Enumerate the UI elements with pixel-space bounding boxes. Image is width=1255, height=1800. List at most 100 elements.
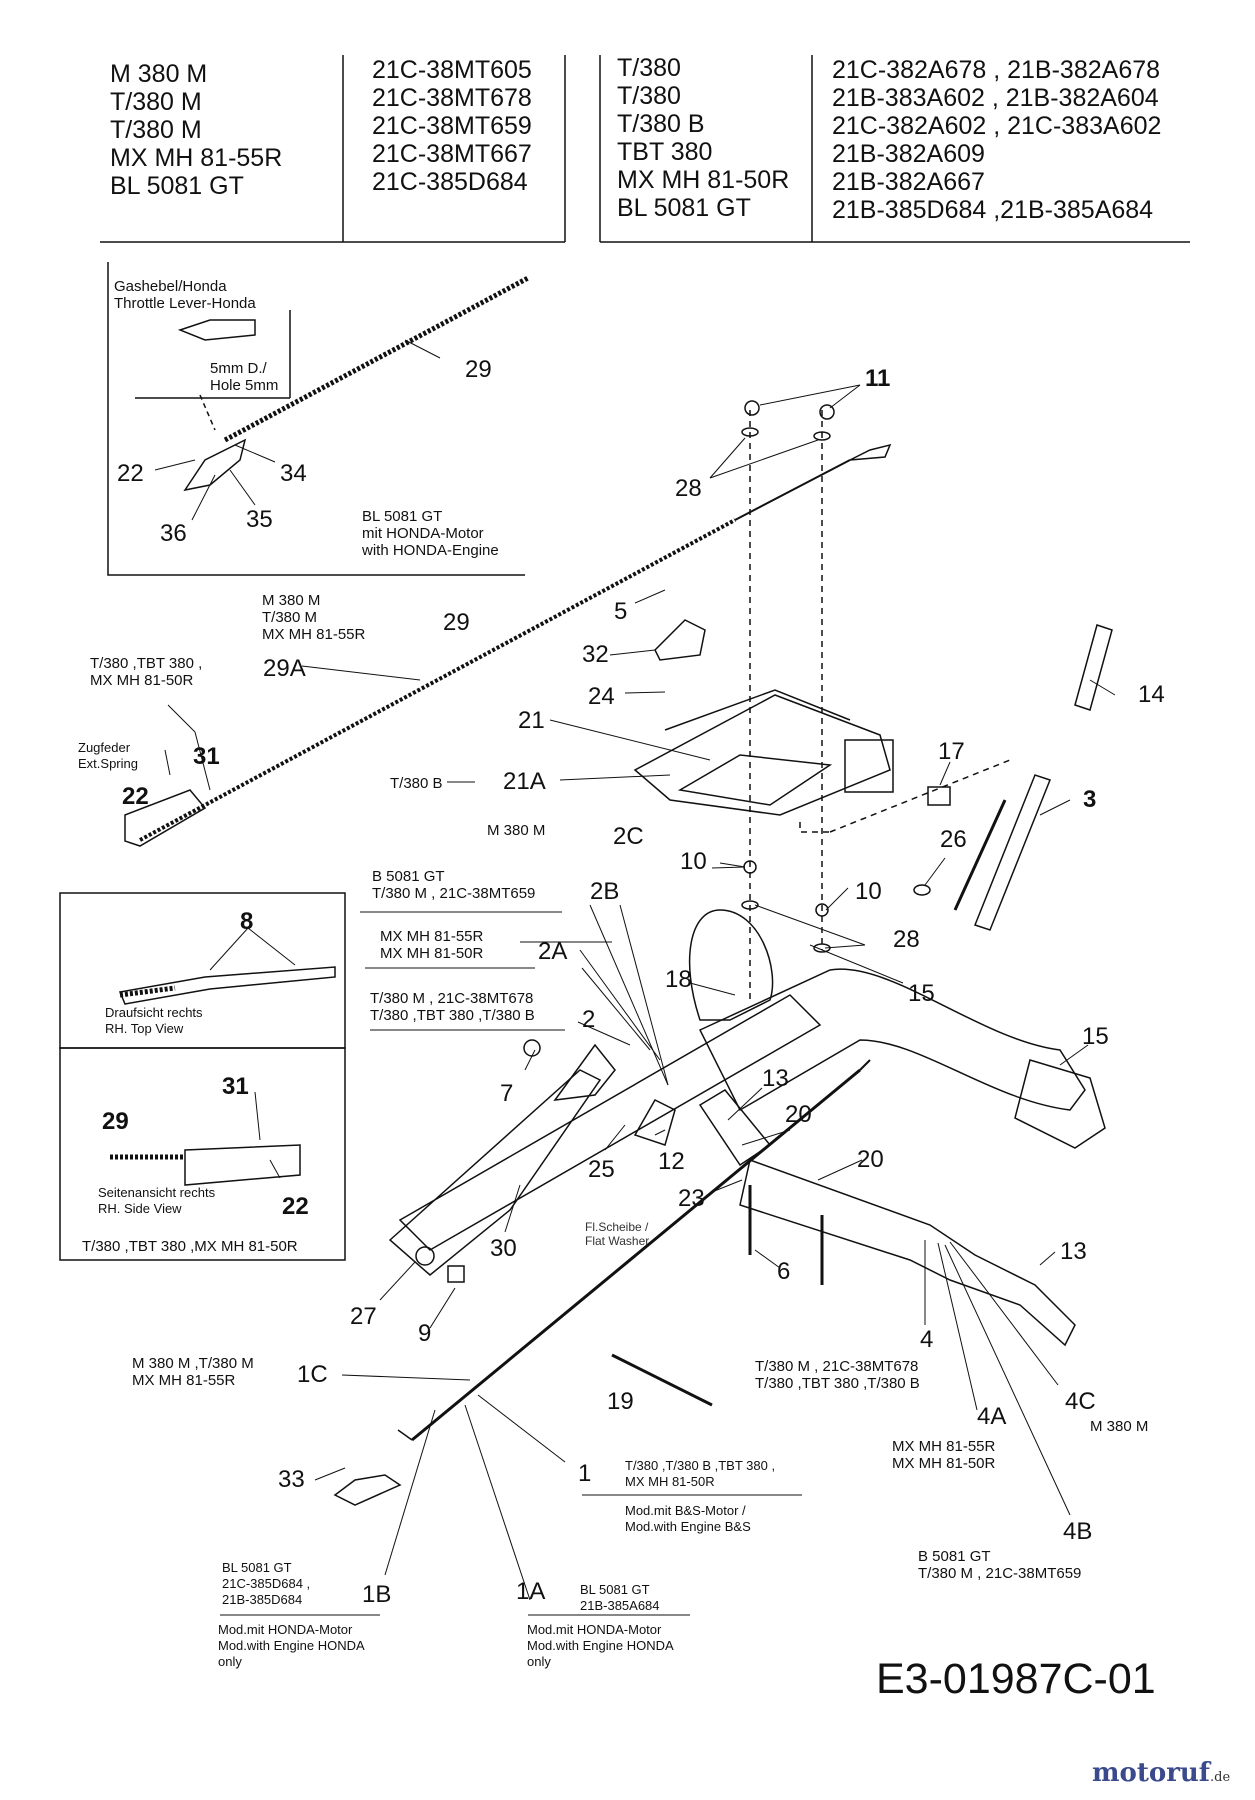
note-part-1b-engine: Mod.mit HONDA-Motor Mod.with Engine HOND… (218, 1622, 365, 1669)
header-left-model: MX MH 81-55R (110, 144, 283, 172)
note-part-4-models: T/380 M , 21C-38MT678 T/380 ,TBT 380 ,T/… (755, 1358, 920, 1392)
part-label-1c: 1C (297, 1361, 328, 1388)
header-right-code: 21B-383A602 , 21B-382A604 (832, 84, 1159, 112)
note-ext-spring: Zugfeder Ext.Spring (78, 740, 138, 771)
header-right-model: BL 5081 GT (617, 194, 751, 222)
part-label-19: 19 (607, 1388, 634, 1415)
header-left-code: 21C-385D684 (372, 168, 528, 196)
note-hole-5mm: 5mm D./ Hole 5mm (210, 360, 279, 394)
header-right-model: T/380 (617, 54, 681, 82)
part-label-9: 9 (418, 1320, 432, 1347)
part-label-13: 13 (762, 1065, 789, 1092)
part-label-34: 34 (280, 460, 307, 487)
part-label-17: 17 (938, 738, 965, 765)
note-part-1a-engine: Mod.mit HONDA-Motor Mod.with Engine HOND… (527, 1622, 674, 1669)
part-label-6: 6 (777, 1258, 791, 1285)
note-bs-engine: Mod.mit B&S-Motor / Mod.with Engine B&S (625, 1503, 751, 1534)
part-label-2a: 2A (538, 938, 568, 965)
header-left-model: T/380 M (110, 88, 202, 116)
part-label-14: 14 (1138, 681, 1165, 708)
part-label-10: 10 (680, 848, 707, 875)
part-label-23: 23 (678, 1185, 705, 1212)
part-label-35: 35 (246, 506, 273, 533)
header-right-code: 21B-382A609 (832, 140, 985, 168)
header-right-code: 21C-382A678 , 21B-382A678 (832, 56, 1161, 84)
note-side-view-models: T/380 ,TBT 380 ,MX MH 81-50R (82, 1238, 298, 1255)
note-part-4c-model: M 380 M (1090, 1418, 1149, 1435)
brand-logo: motoruf.de (1092, 1760, 1230, 1786)
part-label-27: 27 (350, 1303, 377, 1330)
note-part-1a-models: BL 5081 GT 21B-385A684 (580, 1582, 660, 1613)
note-honda-engine: BL 5081 GT mit HONDA-Motor with HONDA-En… (362, 508, 499, 559)
part-label-1: 1 (578, 1460, 592, 1487)
note-part-4a-models: MX MH 81-55R MX MH 81-50R (892, 1438, 996, 1472)
header-right-model: T/380 (617, 82, 681, 110)
part-label-18: 18 (665, 966, 692, 993)
part-label-2: 2 (582, 1006, 596, 1033)
part-label-30: 30 (490, 1235, 517, 1262)
part-label-4a: 4A (977, 1403, 1007, 1430)
note-part-1-models: T/380 ,T/380 B ,TBT 380 , MX MH 81-50R (625, 1458, 776, 1489)
note-part-2a-models: MX MH 81-55R MX MH 81-50R (380, 928, 484, 962)
part-label-4: 4 (920, 1326, 934, 1353)
part-label-33: 33 (278, 1466, 305, 1493)
brand-tld: .de (1210, 1770, 1231, 1785)
document-id: E3-01987C-01 (876, 1655, 1156, 1703)
part-label-28-lower: 28 (893, 926, 920, 953)
header-right-model: T/380 B (617, 110, 705, 138)
header-left-code: 21C-38MT667 (372, 140, 532, 168)
header-right-code: 21B-385D684 ,21B-385A684 (832, 196, 1154, 224)
header-left-model: BL 5081 GT (110, 172, 244, 200)
note-part-31-models: T/380 ,TBT 380 , MX MH 81-50R (90, 655, 203, 689)
part-label-1a: 1A (516, 1578, 546, 1605)
part-label-7: 7 (500, 1080, 514, 1107)
part-label-8: 8 (240, 908, 254, 935)
note-part-1b-models: BL 5081 GT 21C-385D684 , 21B-385D684 (222, 1560, 311, 1607)
note-cable-29-models: M 380 M T/380 M MX MH 81-55R (262, 592, 366, 643)
part-label-26: 26 (940, 826, 967, 853)
part-label-28: 28 (675, 475, 702, 502)
part-label-20-lower: 20 (857, 1146, 884, 1173)
part-label-25: 25 (588, 1156, 615, 1183)
note-part-1c-models: M 380 M ,T/380 M MX MH 81-55R (132, 1355, 254, 1389)
part-label-2c: 2C (613, 823, 644, 850)
part-label-36: 36 (160, 520, 187, 547)
brand-name: motoruf (1092, 1758, 1210, 1788)
header-left-model: T/380 M (110, 116, 202, 144)
part-label-15: 15 (908, 980, 935, 1007)
note-top-view: Draufsicht rechts RH. Top View (105, 1005, 203, 1036)
part-label-12: 12 (658, 1148, 685, 1175)
part-label-2b: 2B (590, 878, 620, 905)
part-label-31-inset: 31 (222, 1073, 249, 1100)
note-part-2b-models: B 5081 GT T/380 M , 21C-38MT659 (372, 868, 536, 902)
header-right-model: TBT 380 (617, 138, 713, 166)
part-label-21: 21 (518, 707, 545, 734)
note-part-2-models: T/380 M , 21C-38MT678 T/380 ,TBT 380 ,T/… (370, 990, 535, 1024)
part-label-32: 32 (582, 641, 609, 668)
part-label-11: 11 (865, 365, 891, 392)
part-label-29-inset: 29 (102, 1108, 129, 1135)
header-left-code: 21C-38MT659 (372, 112, 532, 140)
part-label-24: 24 (588, 683, 615, 710)
header-left-model: M 380 M (110, 60, 208, 88)
header-left-code: 21C-38MT678 (372, 84, 532, 112)
part-label-13-lower: 13 (1060, 1238, 1087, 1265)
part-label-29a: 29A (263, 655, 306, 682)
note-part-4b-models: B 5081 GT T/380 M , 21C-38MT659 (918, 1548, 1082, 1582)
note-part-2c-model: M 380 M (487, 822, 546, 839)
part-label-22-inset: 22 (282, 1193, 309, 1220)
part-label-4c: 4C (1065, 1388, 1096, 1415)
header-right-code: 21C-382A602 , 21C-383A602 (832, 112, 1162, 140)
part-label-15-grip: 15 (1082, 1023, 1109, 1050)
part-label-31: 31 (193, 743, 220, 770)
part-label-4b: 4B (1063, 1518, 1093, 1545)
note-part-21a-model: T/380 B (390, 775, 443, 792)
part-label-5: 5 (614, 598, 628, 625)
part-label-22: 22 (117, 460, 144, 487)
part-label-1b: 1B (362, 1581, 392, 1608)
part-label-20: 20 (785, 1101, 812, 1128)
part-label-29: 29 (465, 356, 492, 383)
part-label-3: 3 (1083, 786, 1097, 813)
note-flat-washer: Fl.Scheibe / Flat Washer (585, 1220, 650, 1248)
